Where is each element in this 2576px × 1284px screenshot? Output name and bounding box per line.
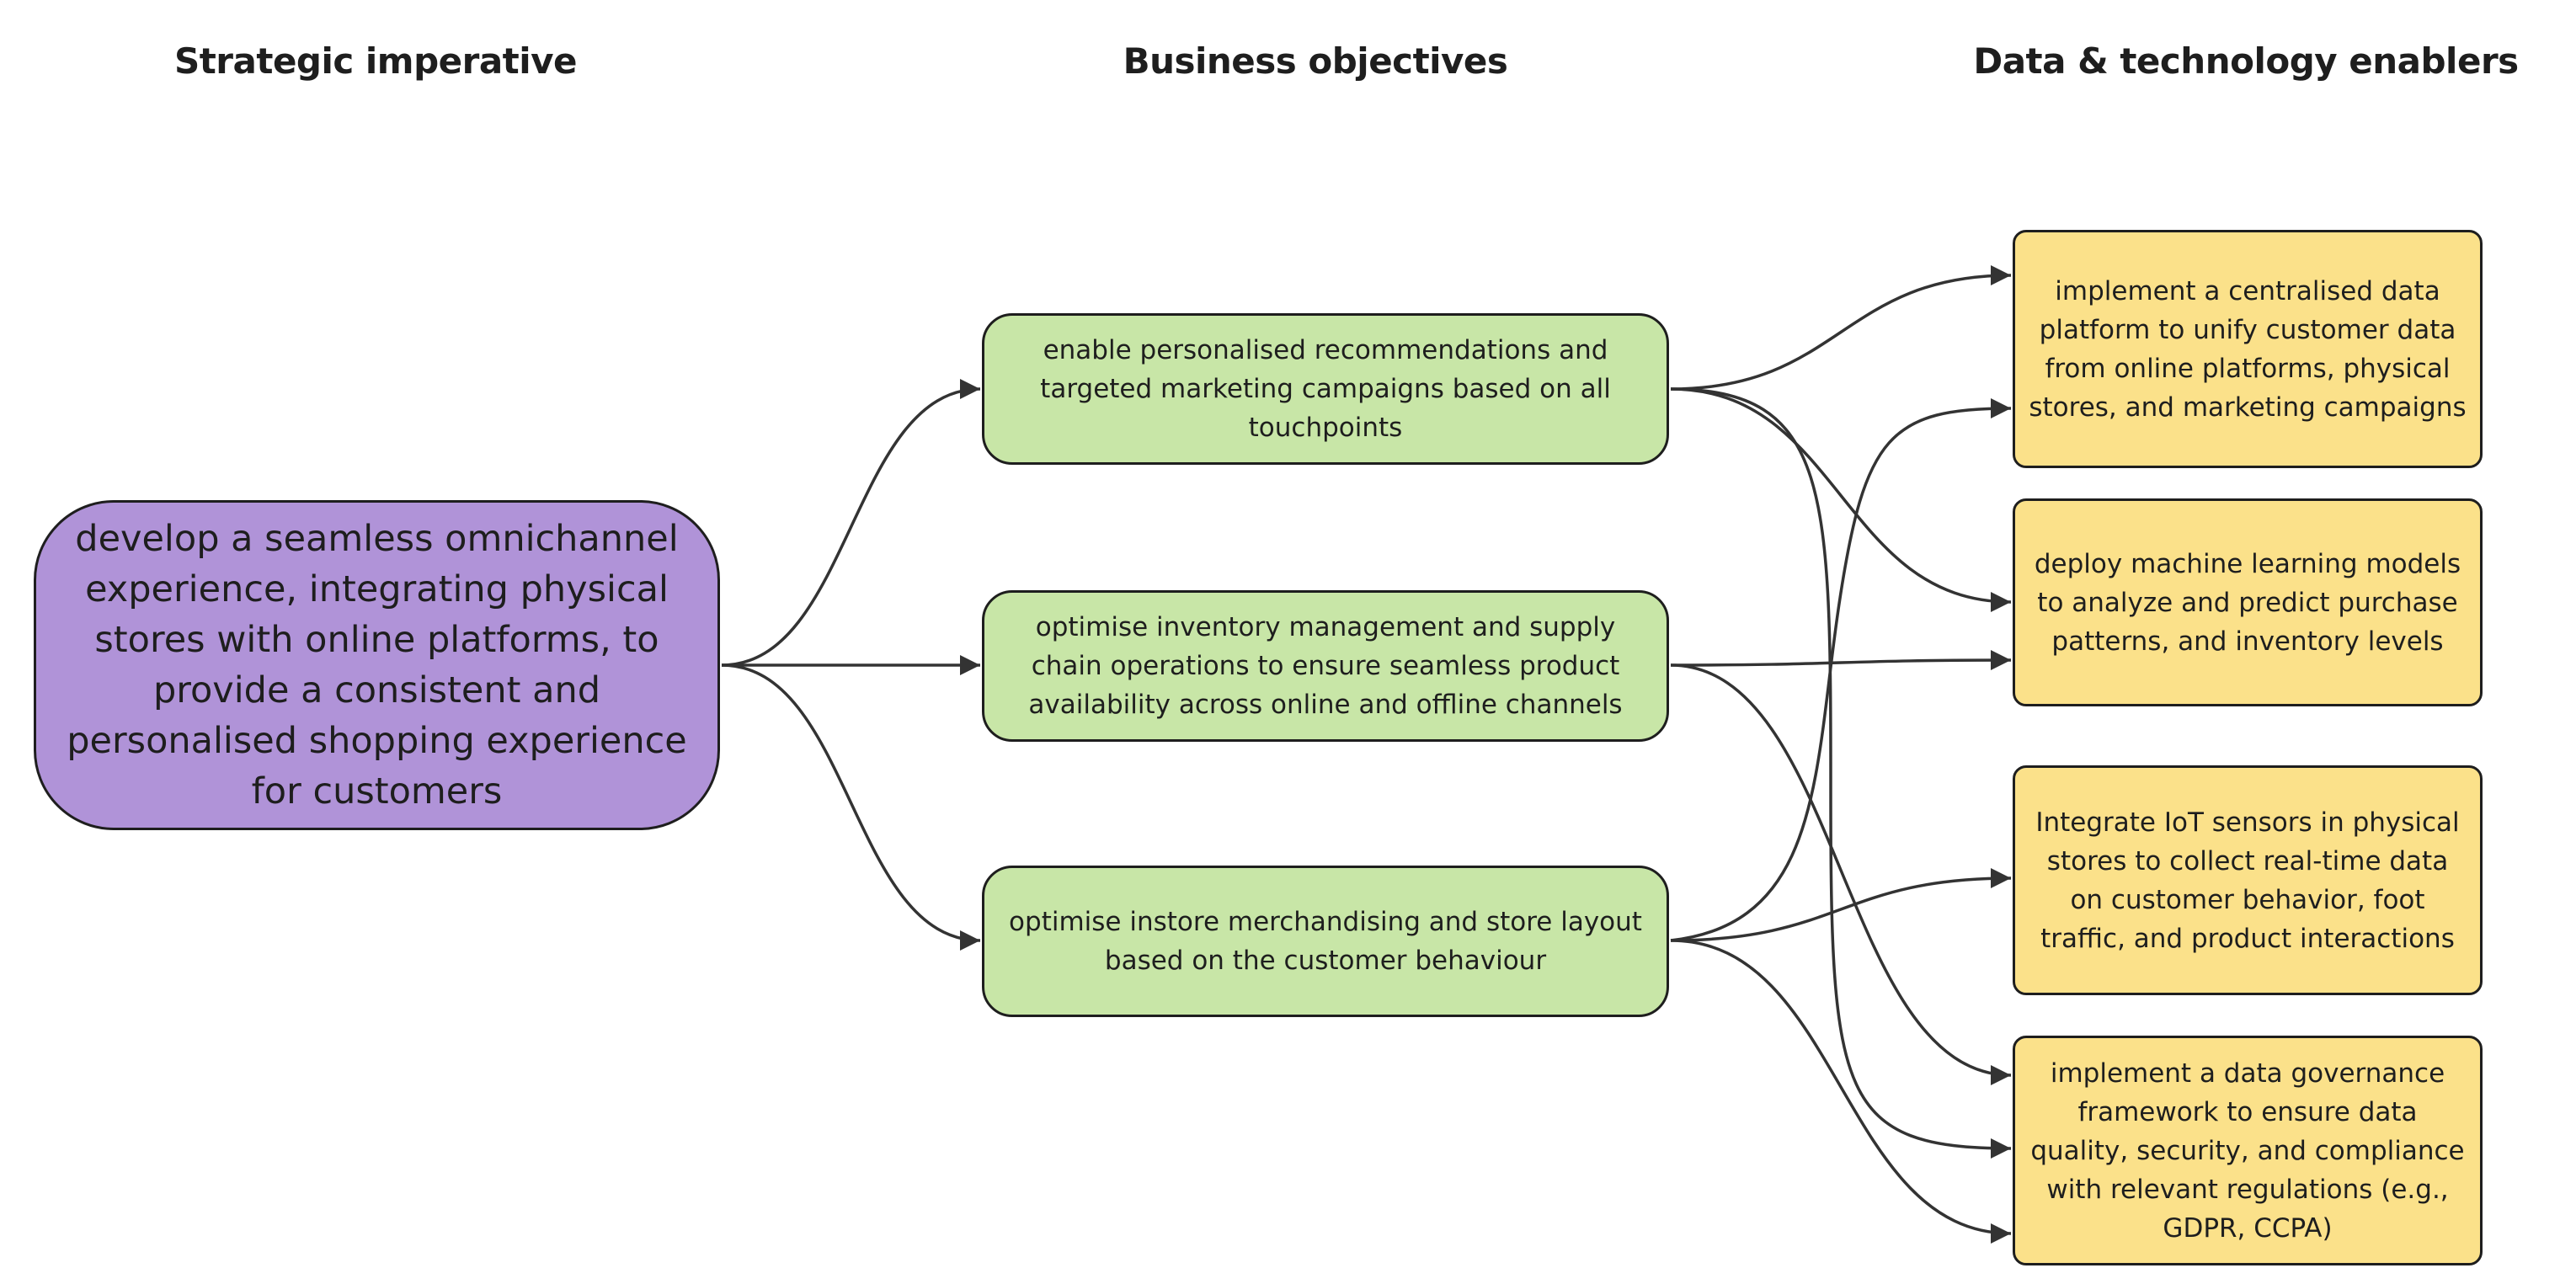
enabler-text: implement a centralised data platform to…: [2029, 275, 2467, 423]
header-strategic-imperative: Strategic imperative: [173, 40, 578, 82]
connector-obj1-to-en4: [1670, 387, 2012, 1159]
connector-obj1-to-en1: [1670, 265, 2012, 391]
objective-node-2[interactable]: optimise inventory management and supply…: [982, 590, 1669, 742]
objective-text: optimise instore merchandising and store…: [1009, 907, 1642, 976]
strategic-imperative-node[interactable]: develop a seamless omnichannel experienc…: [34, 500, 720, 830]
connector-obj3-to-en1: [1670, 398, 2012, 942]
header-business-objectives: Business objectives: [1123, 40, 1508, 82]
objective-text: optimise inventory management and supply…: [1028, 612, 1623, 720]
enabler-node-3[interactable]: Integrate IoT sensors in physical stores…: [2013, 765, 2483, 995]
connector-obj3-to-en3: [1670, 868, 2012, 942]
connector-obj3-to-en4: [1670, 939, 2012, 1244]
objective-text: enable personalised recommendations and …: [1040, 335, 1611, 443]
enabler-node-2[interactable]: deploy machine learning models to analyz…: [2013, 498, 2483, 706]
enabler-text: Integrate IoT sensors in physical stores…: [2035, 807, 2460, 954]
objective-node-1[interactable]: enable personalised recommendations and …: [982, 313, 1669, 465]
connector-obj2-to-en2: [1670, 650, 2012, 671]
objective-node-3[interactable]: optimise instore merchandising and store…: [982, 866, 1669, 1017]
connector-imperative-to-obj3: [721, 663, 981, 951]
connector-imperative-to-obj1: [721, 379, 981, 667]
enabler-text: deploy machine learning models to analyz…: [2034, 548, 2461, 657]
connector-obj1-to-en2: [1670, 387, 2012, 612]
enabler-node-4[interactable]: implement a data governance framework to…: [2013, 1036, 2483, 1265]
header-data-technology-enablers: Data & technology enablers: [1973, 40, 2519, 82]
enabler-node-1[interactable]: implement a centralised data platform to…: [2013, 230, 2483, 468]
connector-obj2-to-en4: [1670, 663, 2012, 1085]
strategic-imperative-text: develop a seamless omnichannel experienc…: [67, 518, 687, 812]
enabler-text: implement a data governance framework to…: [2030, 1058, 2465, 1244]
